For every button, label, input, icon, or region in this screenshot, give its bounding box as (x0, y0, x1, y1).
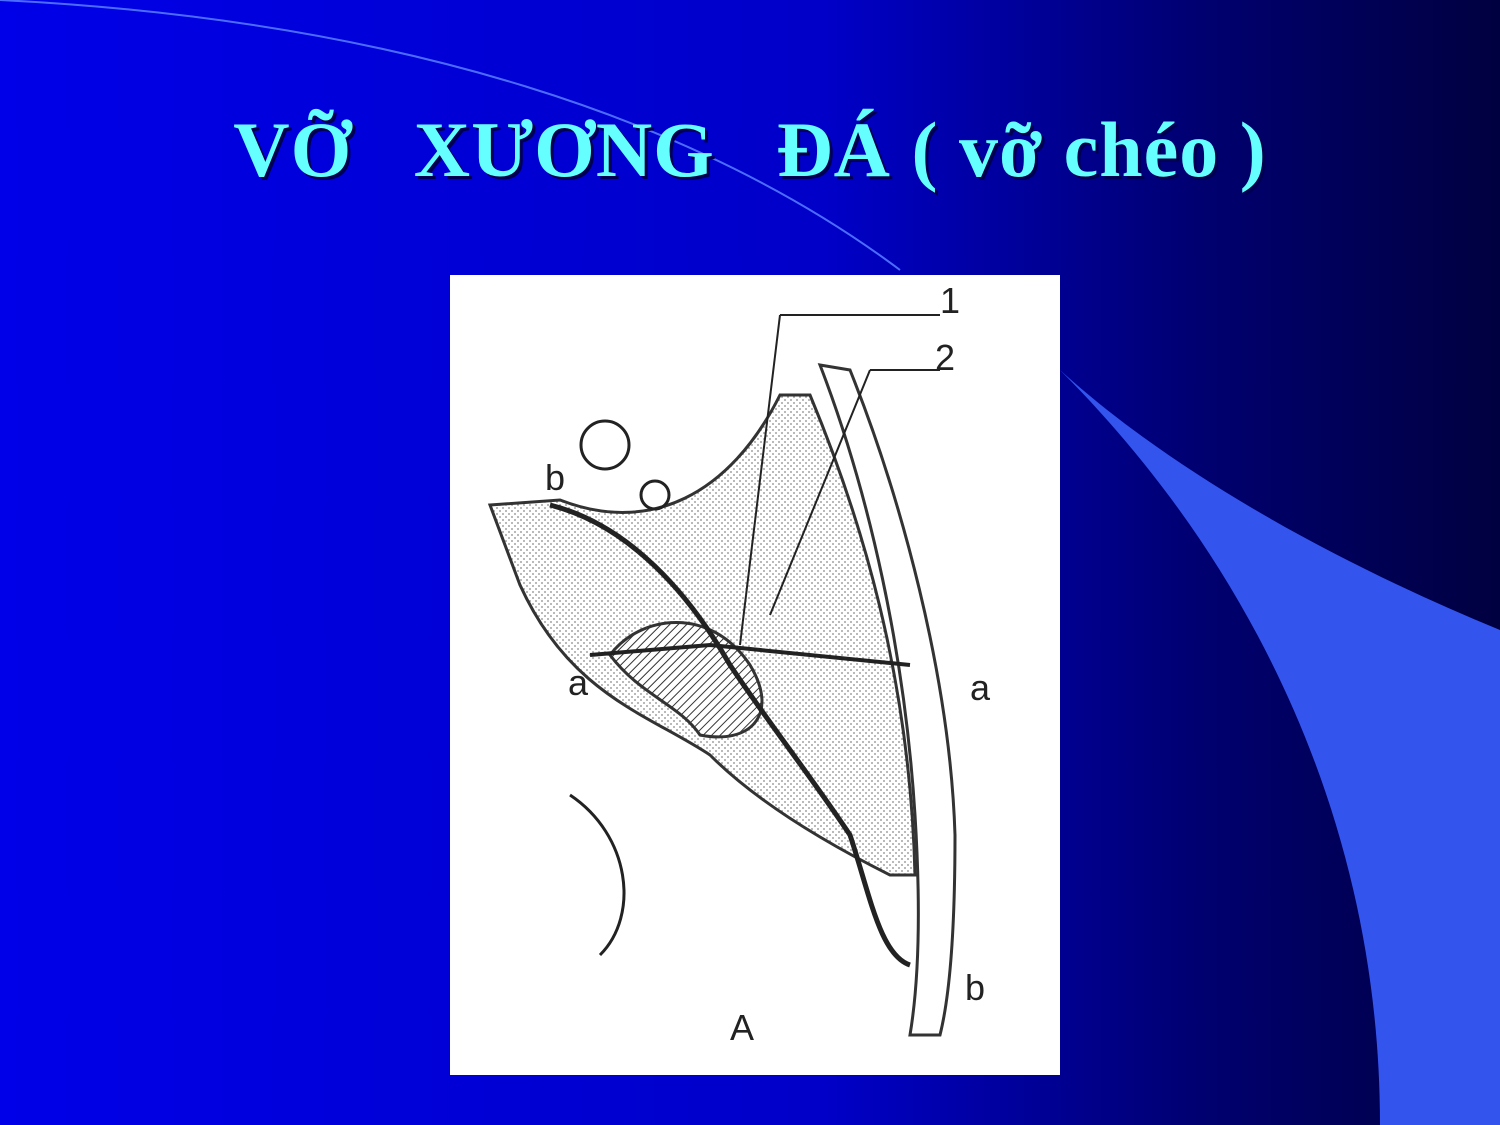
label-a-right: a (970, 667, 991, 708)
fracture-line (549, 502, 911, 968)
label-b-top: b (545, 457, 565, 498)
label-b-bottom: b (965, 967, 985, 1008)
dotted-bone (817, 363, 957, 1037)
label-1: 1 (940, 280, 960, 321)
anatomy-figure: 1 2 b a a b A (450, 275, 1060, 1075)
pelvis-fracture-illustration: 1 2 b a a b A (487, 280, 991, 1048)
slide-title: VỠ XƯƠNG ĐÁ ( vỡ chéo ) (233, 106, 1267, 193)
label-A: A (730, 1007, 754, 1048)
label-2: 2 (935, 337, 955, 378)
label-a-left: a (568, 662, 589, 703)
